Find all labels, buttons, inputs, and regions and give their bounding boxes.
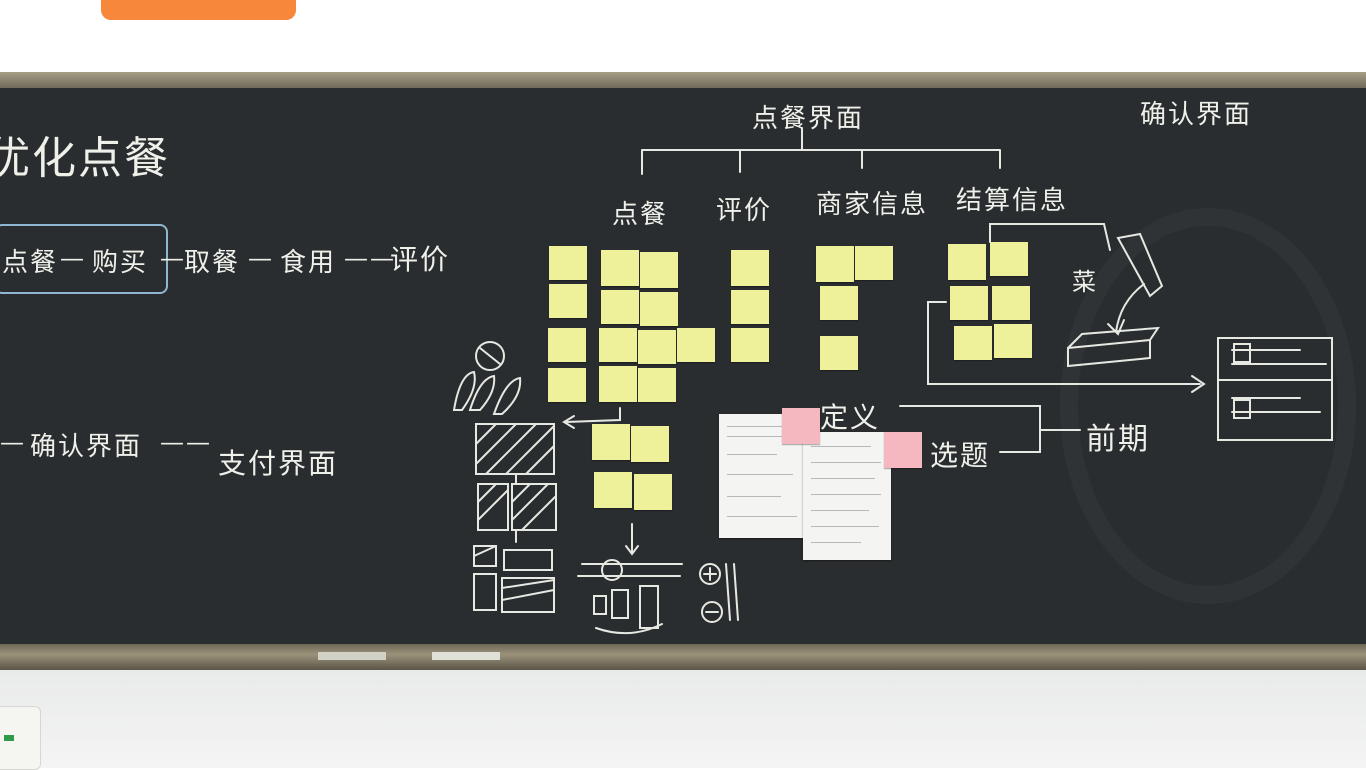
- sticky-note: [820, 336, 858, 370]
- wall-socket: [0, 706, 41, 770]
- sticky-note: [994, 324, 1032, 358]
- sticky-note: [640, 252, 678, 288]
- flow-dash: —: [60, 244, 86, 272]
- flow-dash: —: [160, 244, 186, 272]
- board-title: 优化点餐: [0, 133, 170, 184]
- flow-step-order: 点餐: [2, 248, 59, 278]
- sticky-note: [640, 292, 678, 326]
- sticky-note: [548, 368, 586, 402]
- sticky-note: [599, 366, 637, 402]
- flow-step-pickup: 取餐: [184, 248, 241, 278]
- flow2-dash: —: [0, 428, 26, 456]
- sticky-note: [549, 284, 587, 318]
- sticky-note: [548, 328, 586, 362]
- sticky-note: [601, 290, 639, 324]
- flow-step-eat: 食用: [280, 248, 337, 278]
- orange-header-tab: [101, 0, 296, 20]
- definition-label: 定义: [820, 401, 881, 434]
- printed-sheet: [803, 432, 891, 560]
- pink-sticky-note: [782, 408, 820, 444]
- sticky-note: [954, 326, 992, 360]
- sticky-note: [677, 328, 715, 362]
- sticky-note: [992, 286, 1030, 320]
- flow2-pay: 支付界面: [218, 447, 339, 480]
- flow2-dash: ——: [160, 428, 212, 456]
- wall: [0, 670, 1366, 768]
- sticky-note: [599, 328, 637, 362]
- sticky-note: [816, 246, 854, 282]
- tree-root: 点餐界面: [752, 104, 865, 134]
- topic-label: 选题: [930, 439, 991, 472]
- sticky-note: [731, 290, 769, 324]
- sticky-note: [594, 472, 632, 508]
- blackboard: 优化点餐 点餐 — 购买 — 取餐 — 食用 —— 评价 — 确认界面 —— 支…: [0, 88, 1366, 644]
- flow-step-buy: 购买: [92, 248, 149, 278]
- tree-child-review: 评价: [716, 196, 773, 226]
- flow-step-review: 评价: [390, 243, 451, 276]
- sticky-note: [950, 286, 988, 320]
- sticky-note: [631, 426, 669, 462]
- flow-dash: ——: [344, 244, 396, 272]
- chalk-tray: [0, 644, 1366, 670]
- chalk-piece: [318, 652, 386, 660]
- flow-box: [0, 224, 168, 294]
- eraser-smudge: [1060, 208, 1356, 604]
- drink-label: 菜: [1072, 268, 1098, 296]
- flow-dash: —: [248, 244, 274, 272]
- early-stage-label: 前期: [1086, 422, 1150, 457]
- sticky-note: [731, 328, 769, 362]
- sticky-note: [638, 330, 676, 364]
- sticky-note: [948, 244, 986, 280]
- sticky-note: [634, 474, 672, 510]
- chalk-piece: [432, 652, 500, 660]
- sticky-note: [731, 250, 769, 286]
- sticky-note: [549, 246, 587, 280]
- blackboard-top-frame: [0, 72, 1366, 88]
- sticky-note: [820, 286, 858, 320]
- tree-child-merchant: 商家信息: [816, 190, 929, 220]
- sticky-note: [990, 242, 1028, 276]
- confirm-label: 确认界面: [1140, 100, 1253, 130]
- chalk-drawings: [452, 127, 1333, 635]
- flow2-confirm: 确认界面: [30, 432, 143, 462]
- pink-sticky-note: [884, 432, 922, 468]
- tree-child-order: 点餐: [612, 200, 669, 230]
- sticky-note: [592, 424, 630, 460]
- sticky-note: [638, 368, 676, 402]
- sticky-note: [601, 250, 639, 286]
- sticky-note: [855, 246, 893, 280]
- tree-child-checkout: 结算信息: [956, 186, 1069, 216]
